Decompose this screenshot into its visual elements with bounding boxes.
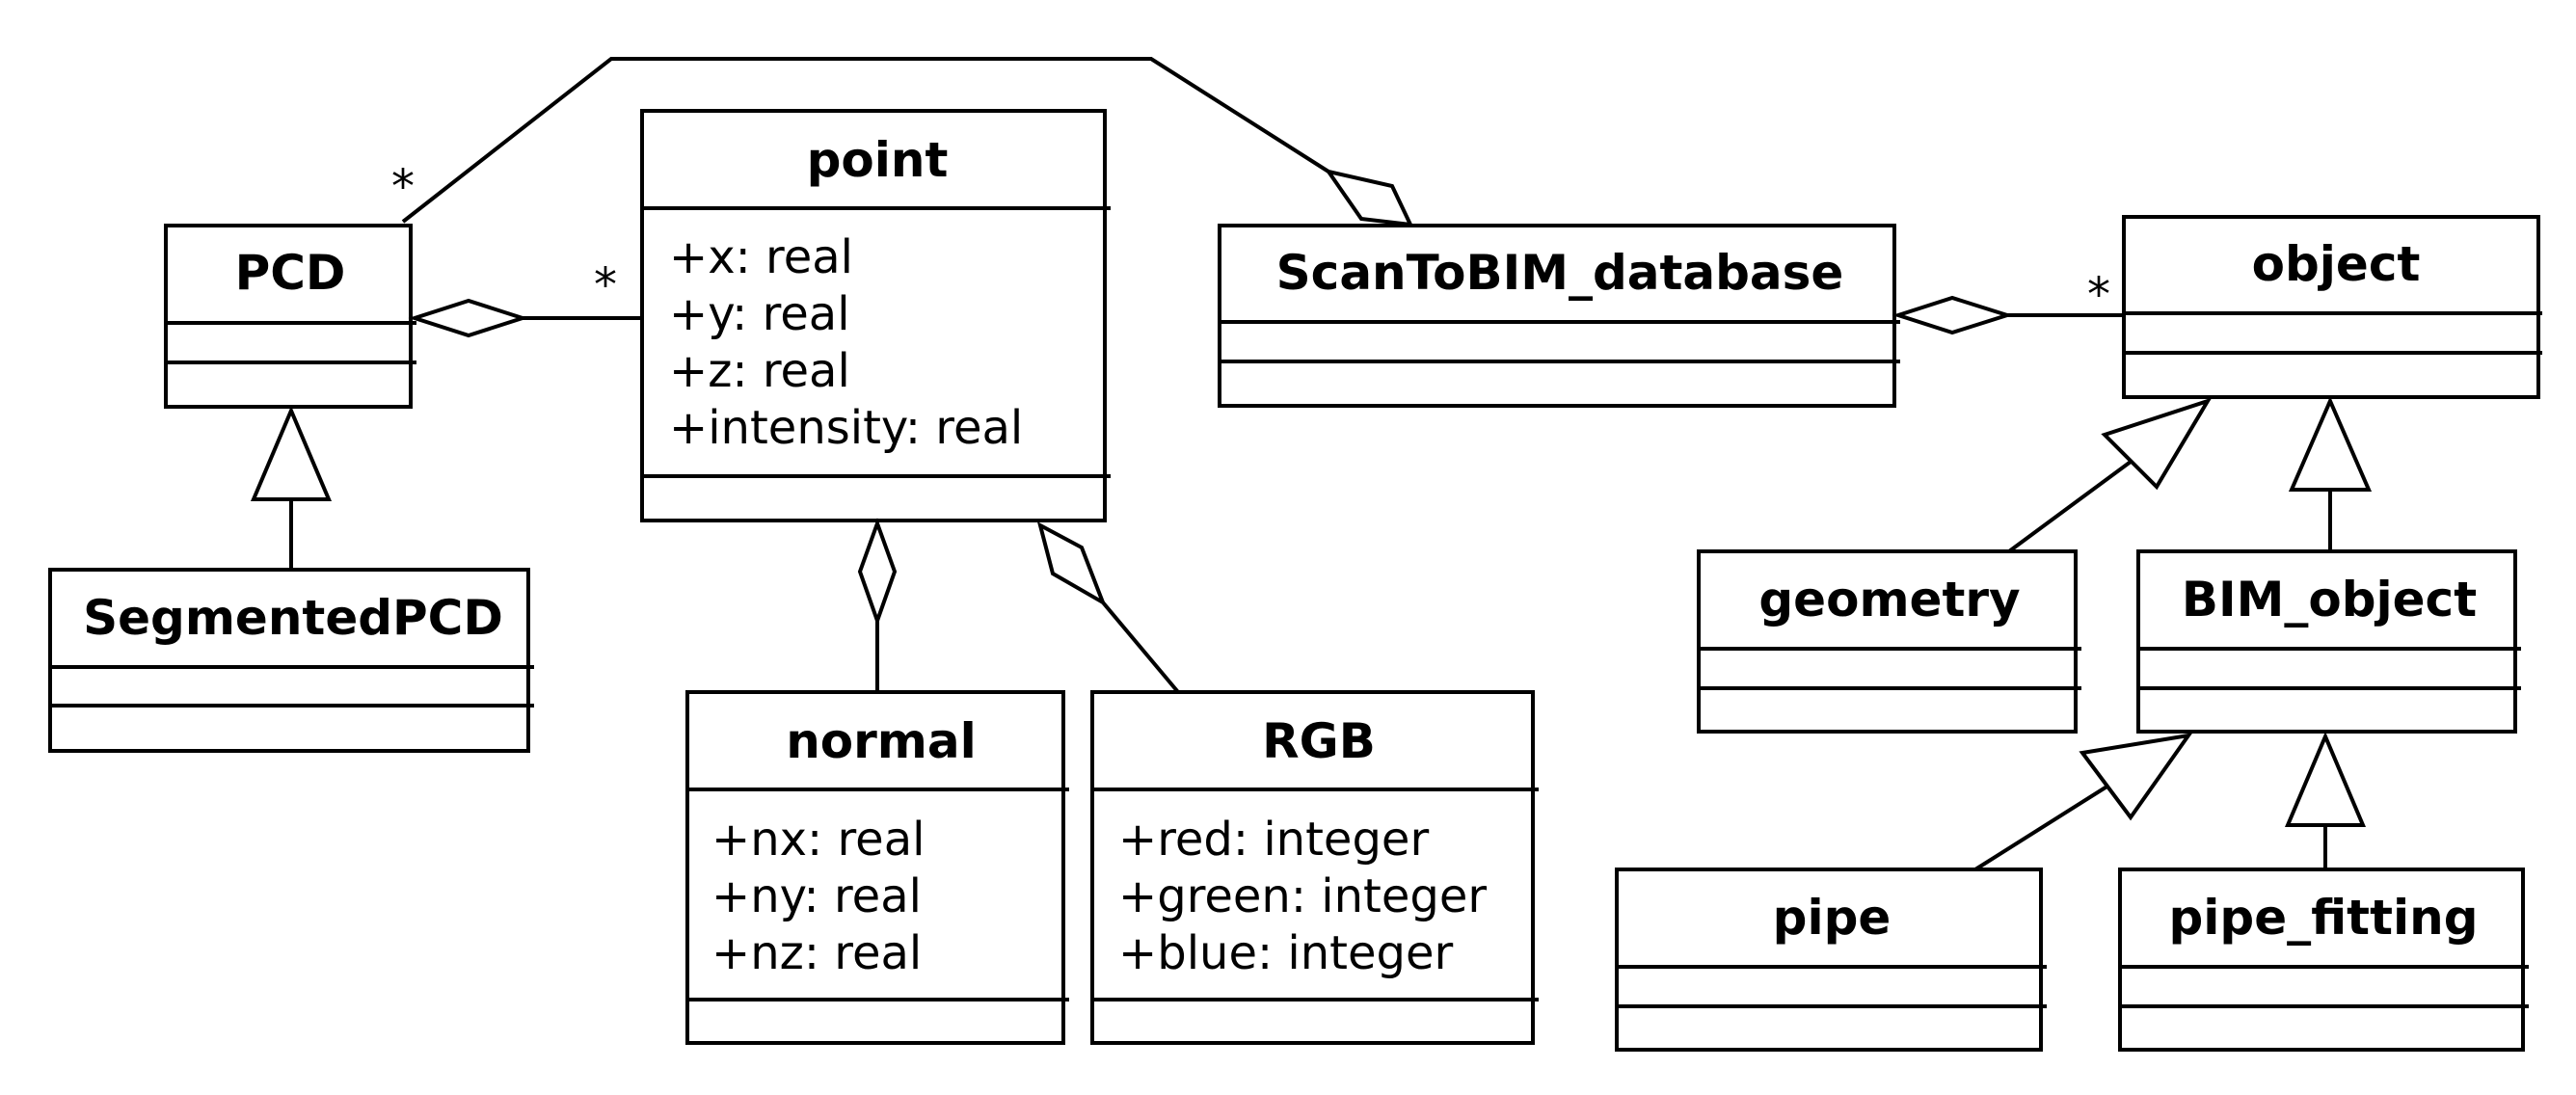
class-geometry[interactable]: geometry xyxy=(1697,549,2081,734)
class-segmented-pcd-name: SegmentedPCD xyxy=(83,590,503,646)
class-pipe-fitting-name: pipe_fitting xyxy=(2168,890,2478,946)
class-point-attr-x: +x: real xyxy=(669,230,853,284)
class-point-attr-y: +y: real xyxy=(669,287,850,341)
multiplicity-point-pcd: * xyxy=(594,258,617,312)
class-normal-attr-nx: +nx: real xyxy=(711,813,925,867)
class-scantobim-database[interactable]: ScanToBIM_database xyxy=(1218,224,1900,408)
class-point-attr-z: +z: real xyxy=(669,344,850,398)
class-object-name: object xyxy=(2252,236,2421,292)
generalization-segmentedpcd-pcd xyxy=(250,405,333,570)
aggregation-pcd-point xyxy=(408,298,642,338)
class-geometry-name: geometry xyxy=(1758,572,2020,628)
class-rgb-attr-red: +red: integer xyxy=(1118,813,1429,867)
class-point-name: point xyxy=(807,132,949,188)
class-normal-name: normal xyxy=(786,713,977,769)
generalization-bimobject-object xyxy=(2288,395,2373,551)
aggregation-point-rgb xyxy=(1036,521,1180,694)
class-pipe-name: pipe xyxy=(1773,890,1892,946)
multiplicity-pcd-database: * xyxy=(391,160,415,214)
class-pcd[interactable]: PCD xyxy=(164,224,416,409)
generalization-pipefitting-bimobject xyxy=(2284,731,2367,869)
class-scantobim-database-name: ScanToBIM_database xyxy=(1276,245,1844,301)
aggregation-database-pcd xyxy=(401,57,1414,227)
class-bim-object[interactable]: BIM_object xyxy=(2136,549,2521,734)
class-pipe[interactable]: pipe xyxy=(1615,868,2047,1052)
generalization-geometry-object xyxy=(2007,397,2213,553)
class-rgb[interactable]: RGB +red: integer +green: integer +blue:… xyxy=(1090,690,1539,1045)
class-segmented-pcd[interactable]: SegmentedPCD xyxy=(48,568,534,753)
class-rgb-attr-blue: +blue: integer xyxy=(1118,926,1454,980)
class-normal-attr-nz: +nz: real xyxy=(711,926,922,980)
multiplicity-object-database: * xyxy=(2087,268,2110,322)
class-bim-object-name: BIM_object xyxy=(2182,572,2477,628)
class-normal[interactable]: normal +nx: real +ny: real +nz: real xyxy=(685,690,1069,1045)
class-object[interactable]: object xyxy=(2122,215,2542,399)
aggregation-database-object xyxy=(1892,295,2124,335)
class-pcd-name: PCD xyxy=(235,245,346,301)
class-rgb-name: RGB xyxy=(1262,713,1376,769)
aggregation-point-normal xyxy=(857,518,898,692)
class-point[interactable]: point +x: real +y: real +z: real +intens… xyxy=(640,109,1111,522)
class-pipe-fitting[interactable]: pipe_fitting xyxy=(2118,868,2529,1052)
generalization-pipe-bimobject xyxy=(1973,733,2193,871)
class-normal-attr-ny: +ny: real xyxy=(711,869,922,923)
class-point-attr-intensity: +intensity: real xyxy=(669,401,1023,455)
class-rgb-attr-green: +green: integer xyxy=(1118,869,1487,923)
